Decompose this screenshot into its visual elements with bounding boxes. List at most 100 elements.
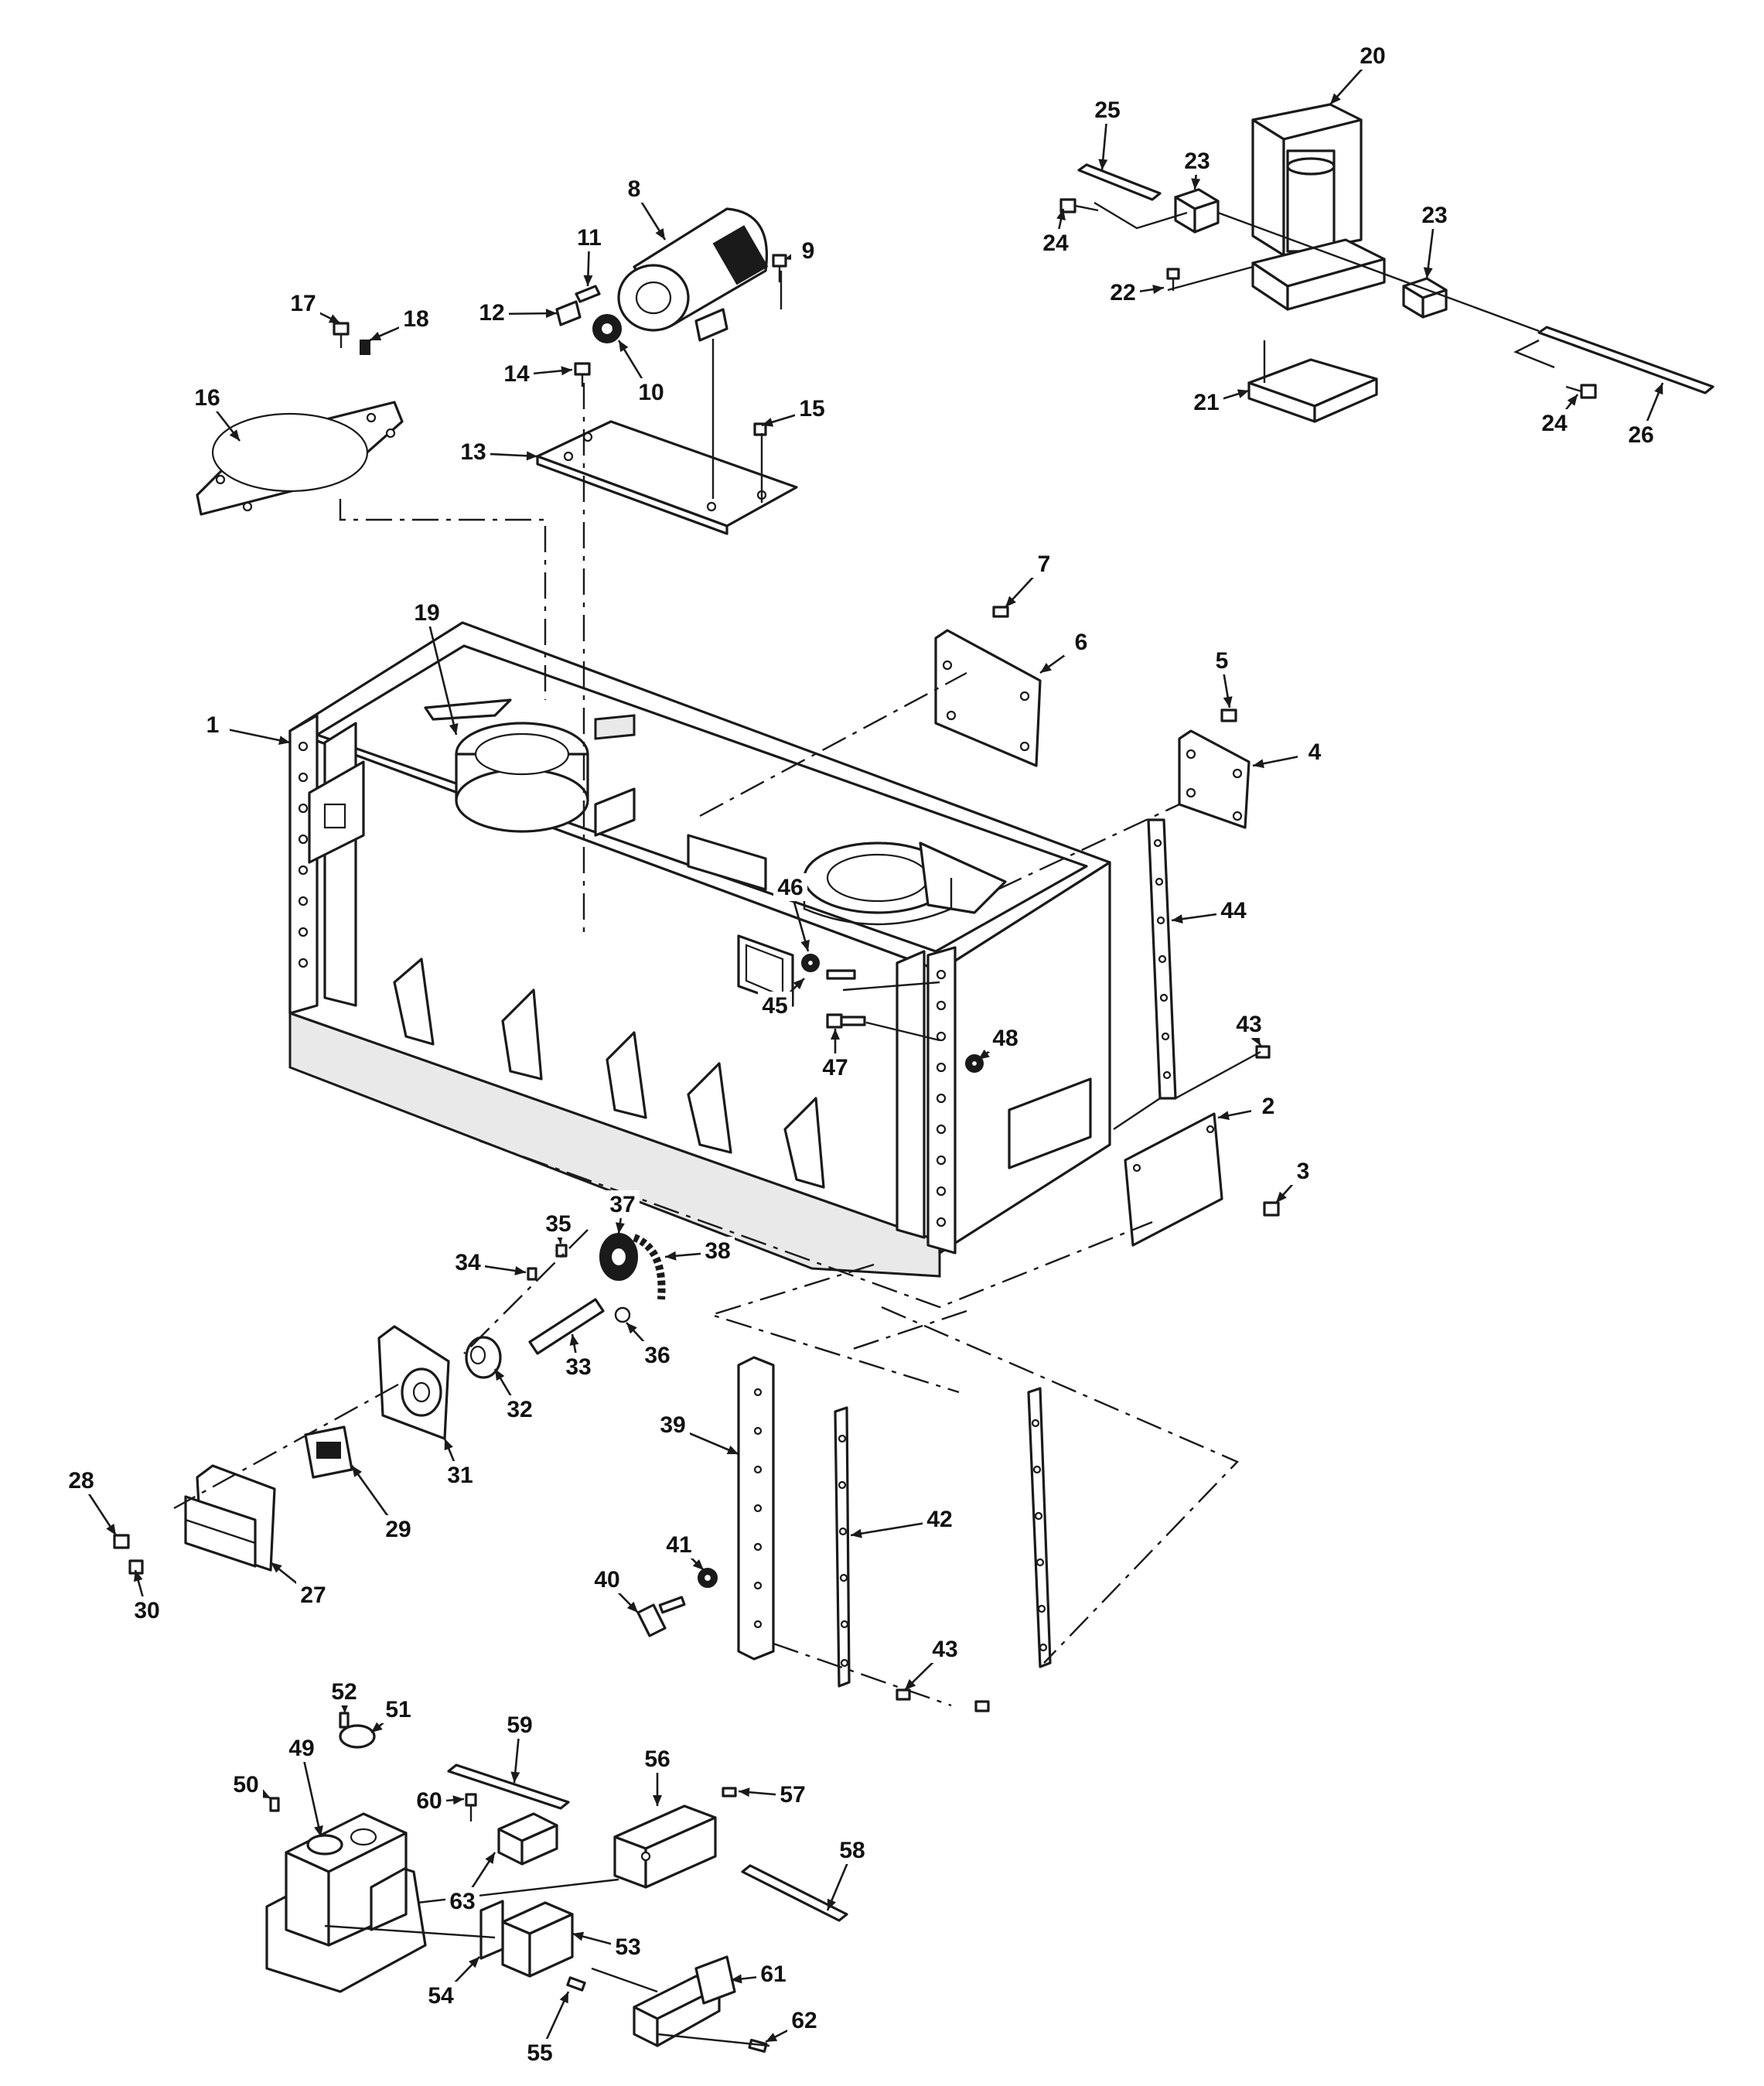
callout-c54: 54 (424, 1956, 480, 2009)
callout-arrowhead (739, 1787, 750, 1798)
callout-label-background (410, 599, 444, 626)
callout-label-background (399, 305, 433, 333)
callout-number: 18 (403, 306, 428, 332)
callout-c41: 41 (662, 1531, 705, 1571)
callout-label-background (1064, 628, 1098, 656)
callout-label-background (445, 1887, 479, 1915)
callout-label-background (523, 2039, 557, 2067)
screw-7 (992, 606, 1009, 618)
callout-c51: 51 (370, 1695, 415, 1734)
callout-label-background (640, 1341, 674, 1369)
cover-plate-6 (934, 629, 1042, 767)
callout-arrowhead (1237, 389, 1249, 398)
callout-label-background (988, 1024, 1022, 1052)
callout-number: 13 (460, 439, 486, 465)
bearing-plate-31 (377, 1325, 450, 1440)
callout-c24b: 24 (1537, 394, 1579, 437)
callout-number: 35 (545, 1211, 571, 1237)
callout-arrowhead (485, 1852, 495, 1865)
housing-right-access-opening (1008, 1077, 1092, 1169)
callout-number: 46 (777, 875, 803, 900)
callout-label-background (928, 1635, 962, 1663)
callout-label-background (1189, 388, 1223, 416)
callout-arrowhead (626, 1601, 638, 1613)
callout-arrowhead (766, 2033, 778, 2042)
screw-50 (269, 1797, 280, 1812)
housing-inner-cylinder (424, 698, 636, 837)
callout-label-background (1624, 421, 1658, 449)
housing-base (288, 1011, 941, 1278)
key-11 (575, 285, 601, 303)
callout-arrowhead (1098, 159, 1108, 170)
callout-arrowhead (561, 366, 572, 376)
callout-number: 63 (449, 1889, 475, 1914)
actuator-20 (1251, 103, 1363, 257)
callout-number: 30 (134, 1598, 159, 1623)
callout-number: 8 (628, 176, 641, 202)
callout-c10: 10 (617, 340, 668, 406)
rod-26 (1537, 326, 1715, 394)
callout-number: 57 (780, 1782, 805, 1808)
callout-c3: 3 (1275, 1157, 1320, 1203)
callout-number: 6 (1075, 630, 1088, 655)
callout-c6: 6 (1039, 628, 1098, 674)
callout-number: 27 (300, 1582, 326, 1608)
callout-label-background (572, 224, 606, 251)
callout-number: 24 (1042, 230, 1069, 256)
callout-label-background (1216, 896, 1250, 924)
callout-label-background (64, 1466, 98, 1494)
callout-label-background (196, 711, 230, 739)
gasket-51 (339, 1724, 376, 1749)
callout-arrowhead (328, 314, 340, 323)
callout-c1: 1 (196, 711, 291, 745)
callout-c5: 5 (1205, 647, 1239, 708)
callout-arrowhead (1330, 93, 1341, 104)
callout-number: 43 (932, 1637, 957, 1662)
callout-c59: 59 (503, 1711, 537, 1784)
screw-28 (113, 1534, 130, 1549)
callout-number: 14 (503, 361, 530, 387)
callout-arrowhead (1253, 759, 1264, 769)
callout-number: 49 (288, 1736, 314, 1761)
callout-c16: 16 (190, 384, 241, 442)
callout-c39: 39 (656, 1411, 739, 1456)
callout-label-background (1356, 42, 1390, 70)
callout-number: 39 (660, 1412, 685, 1438)
callout-arrowhead (905, 1678, 916, 1690)
callout-number: 37 (609, 1192, 635, 1217)
callout-label-background (787, 2006, 821, 2034)
callout-label-background (451, 1248, 485, 1276)
washer-46 (801, 954, 820, 972)
mounting-block-21 (1247, 358, 1378, 423)
callout-c58: 58 (826, 1836, 869, 1911)
callout-arrowhead (452, 1795, 464, 1805)
callout-label-background (286, 289, 320, 317)
callout-number: 45 (762, 993, 787, 1019)
callout-c63: 63 (445, 1852, 496, 1915)
callout-c42: 42 (850, 1505, 957, 1538)
callout-label-background (381, 1515, 415, 1543)
callout-number: 40 (594, 1567, 619, 1593)
callout-c43a: 43 (1232, 1010, 1266, 1046)
callout-label-background (835, 1836, 869, 1864)
cover-plate-2 (1124, 1112, 1223, 1247)
callout-arrowhead (831, 1029, 840, 1040)
screw-24-right (1565, 384, 1597, 399)
callout-c47: 47 (818, 1029, 852, 1081)
callout-c52: 52 (327, 1678, 361, 1714)
cover-plate-4 (1178, 729, 1250, 829)
callout-arrowhead (133, 1570, 143, 1582)
screw-43-lower-a (896, 1688, 911, 1701)
screw-55 (566, 1976, 586, 1992)
callout-number: 29 (385, 1517, 411, 1542)
callout-c60: 60 (412, 1787, 465, 1815)
callout-number: 36 (644, 1343, 670, 1368)
screw-9 (772, 254, 787, 282)
callout-number: 2 (1262, 1094, 1275, 1119)
flange-bar-39 (737, 1356, 775, 1661)
nut-18 (360, 340, 370, 355)
callout-label-background (1251, 1092, 1285, 1120)
callout-arrowhead (449, 722, 459, 735)
callout-arrowhead (731, 1974, 742, 1984)
